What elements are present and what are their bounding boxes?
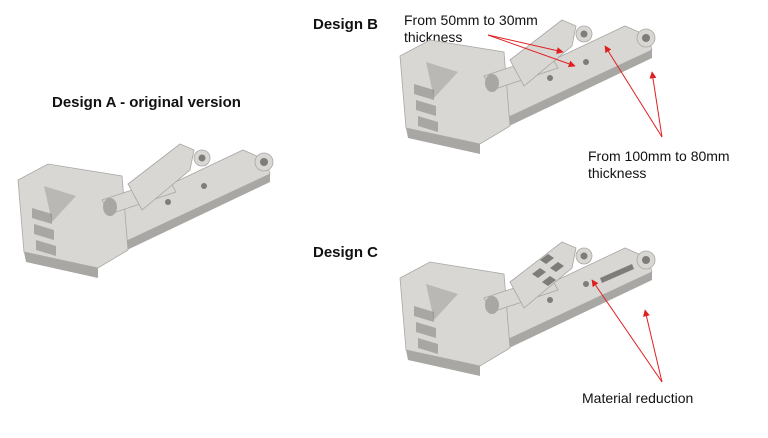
arrow-b-thick-1: [604, 45, 663, 138]
design-b-arrows: [487, 34, 663, 138]
design-c-note: Material reduction: [582, 390, 694, 406]
arrow-b-thick-2: [649, 71, 663, 138]
design-a-title: Design A - original version: [52, 94, 241, 111]
arrow-b-thin-2: [487, 34, 576, 68]
design-b-note-1-line-2: thickness: [404, 29, 463, 45]
arrow-b-thin-1: [487, 34, 564, 55]
arrow-c-plate: [591, 279, 663, 383]
design-b-note-2-line-1: From 100mm to 80mm: [588, 148, 730, 164]
design-a-render: [17, 143, 274, 279]
design-b-note-2-line-2: thickness: [588, 165, 647, 181]
design-c-render: [399, 241, 656, 377]
design-b-render: [399, 19, 656, 155]
design-b-note-1-line-1: From 50mm to 30mm: [404, 12, 538, 28]
design-b-title: Design B: [313, 16, 379, 33]
arrow-c-arm: [643, 309, 663, 383]
design-c-title: Design C: [313, 244, 379, 261]
design-c-arrows: [591, 279, 663, 383]
